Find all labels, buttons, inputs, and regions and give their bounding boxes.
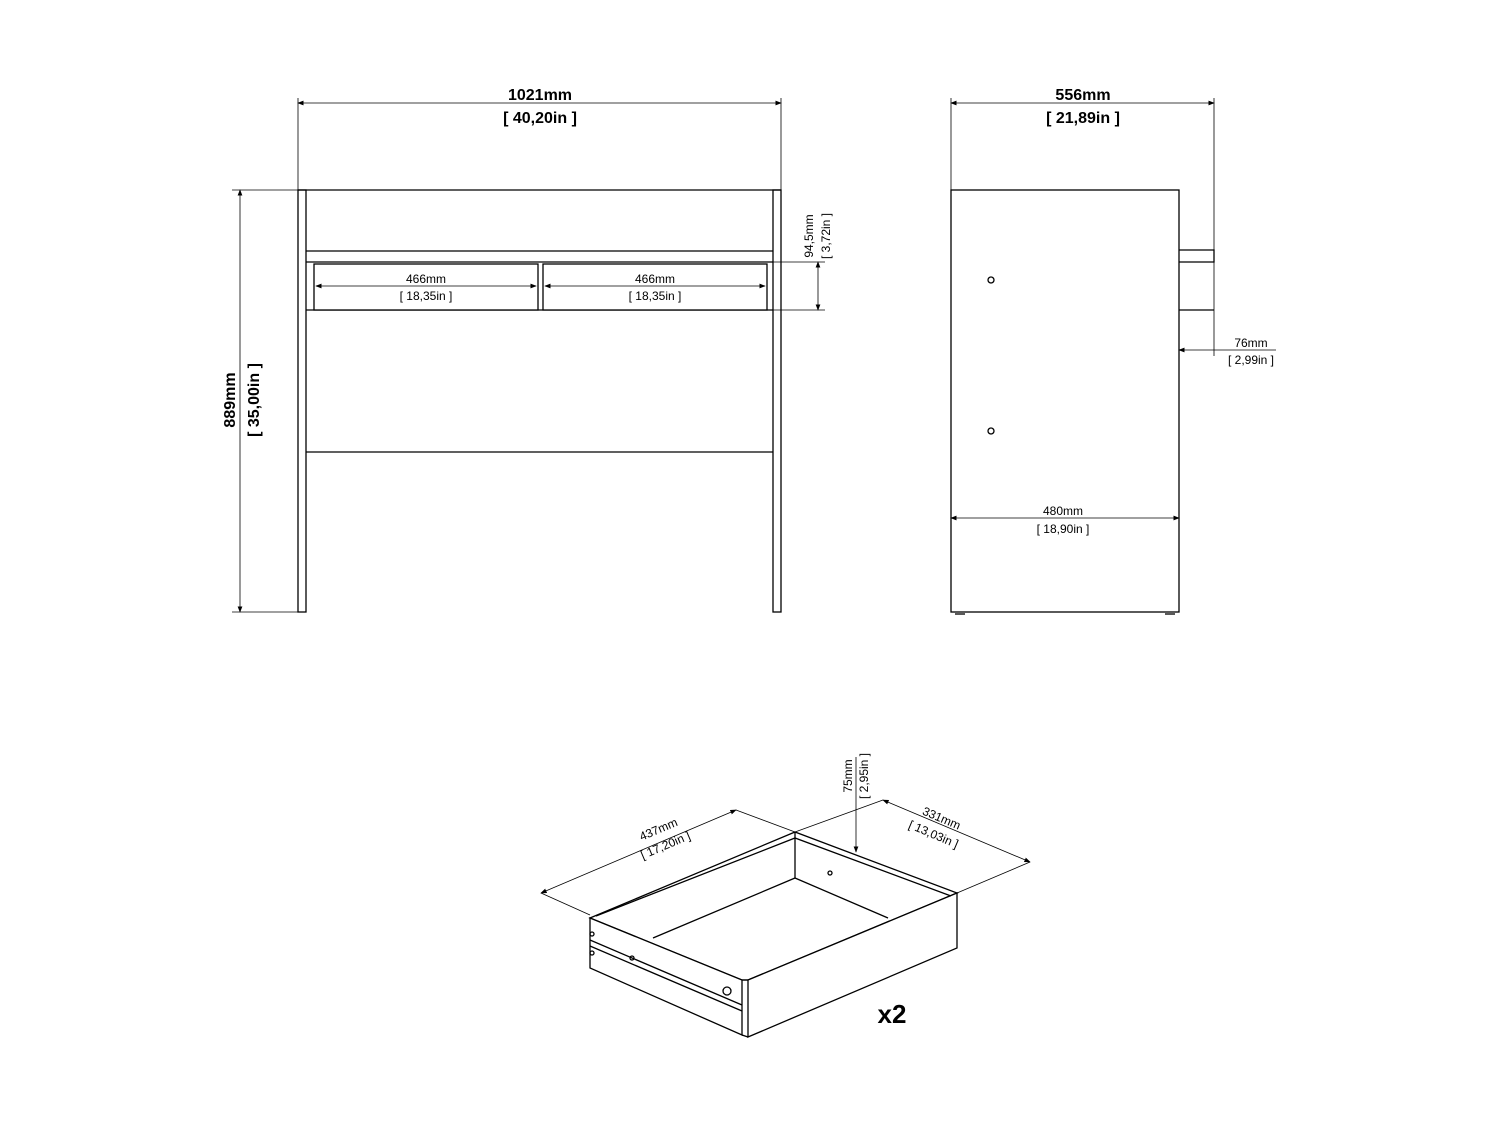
left-drawer-width-in: [ 18,35in ] (400, 289, 453, 303)
screw-hole (589, 931, 595, 937)
depth-mm-label: 556mm (1055, 87, 1110, 104)
extension-line (794, 799, 884, 833)
right-drawer-width-mm: 466mm (635, 272, 675, 286)
inner-depth-mm: 480mm (1043, 504, 1083, 518)
runner-groove (589, 945, 743, 1012)
depth-in-label: [ 21,89in ] (1046, 110, 1120, 127)
screw-hole (987, 427, 995, 435)
left-leg (297, 189, 307, 613)
overhang-in: [ 2,99in ] (1228, 353, 1274, 367)
screw-hole (987, 276, 995, 284)
front-view: 1021mm [ 40,20in ] 466mm [ 18,35in ] 466… (222, 87, 833, 613)
drawer-height-in: [ 3,72in ] (819, 213, 833, 259)
side-view: 556mm [ 21,89in ] 480mm [ 18,90in ] 76mm… (950, 87, 1276, 615)
screw-hole (589, 950, 595, 956)
screw-hole (827, 870, 833, 876)
quantity-label: x2 (878, 999, 907, 1029)
bottom-edge (652, 877, 796, 939)
side-panel (950, 189, 1180, 613)
inner-depth-in: [ 18,90in ] (1037, 522, 1090, 536)
runner-wheel (722, 986, 732, 996)
height-mm-label: 889mm (222, 372, 239, 427)
width-mm-label: 1021mm (508, 87, 572, 104)
overhang-mm: 76mm (1234, 336, 1267, 350)
height-in-label: [ 35,00in ] (246, 363, 263, 437)
drawer-height-mm: 94,5mm (802, 214, 816, 257)
right-leg (772, 189, 782, 613)
runner-groove (589, 939, 743, 1006)
drawer-height-mm: 75mm (841, 759, 855, 792)
top-overhang (1179, 249, 1215, 263)
right-drawer-front (542, 263, 768, 311)
screw-hole (629, 955, 635, 961)
extension-line (540, 892, 591, 916)
drawer-height-in: [ 2,95in ] (857, 753, 871, 799)
left-drawer-width-mm: 466mm (406, 272, 446, 286)
edge (741, 1034, 749, 1038)
drawer-width-dimension-line (540, 809, 737, 894)
drawer-front-panel (747, 892, 958, 1038)
drawer-depth-dimension-line (882, 799, 1031, 863)
right-drawer-width-in: [ 18,35in ] (629, 289, 682, 303)
extension-line (735, 809, 796, 833)
bottom-edge (794, 877, 889, 919)
width-in-label: [ 40,20in ] (503, 110, 577, 127)
left-drawer-front (313, 263, 539, 311)
extension-line (956, 861, 1031, 894)
drawer-view: 437mm [ 17,20in ] 331mm [ 13,03in ] 75mm… (540, 753, 1031, 1038)
